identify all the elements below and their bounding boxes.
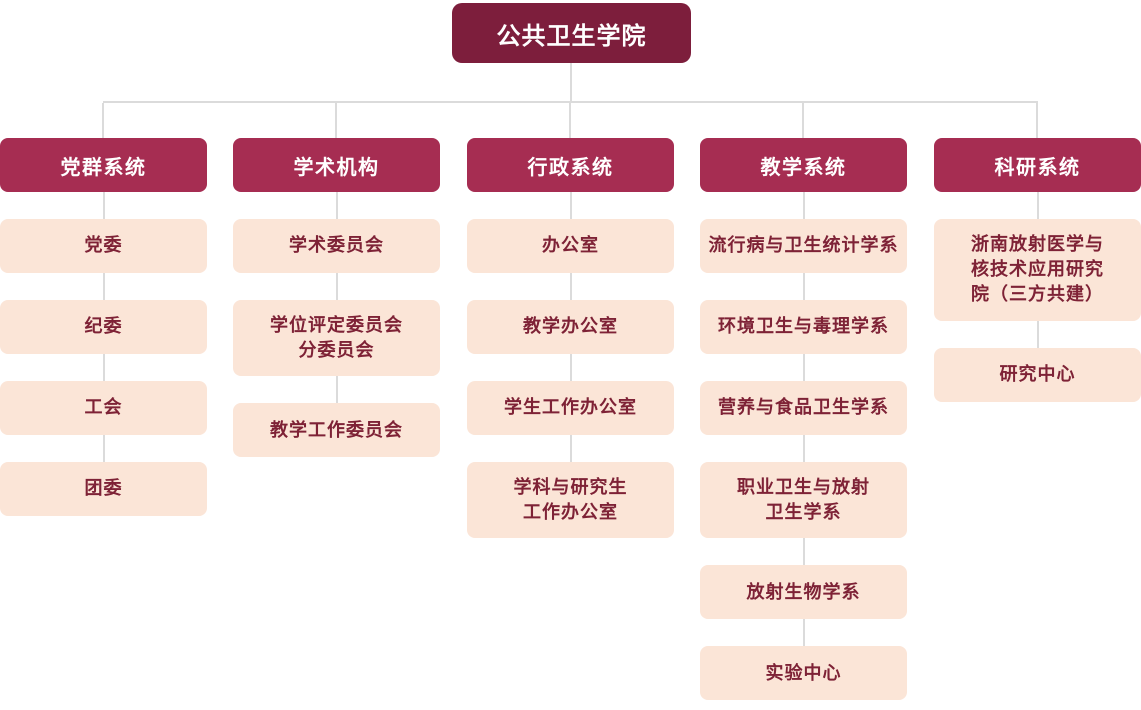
connector xyxy=(569,273,572,300)
column-header: 党群系统 xyxy=(0,138,207,192)
connector-horizontal-rail xyxy=(103,101,1038,103)
connector xyxy=(102,273,105,300)
column-header: 学术机构 xyxy=(233,138,440,192)
connector xyxy=(335,192,338,219)
connector-stub-col5 xyxy=(1036,103,1038,138)
connector xyxy=(569,354,572,381)
connector xyxy=(1036,192,1039,219)
connector xyxy=(802,538,805,566)
column-administrative: 行政系统 办公室 教学办公室 学生工作办公室 学科与研究生 工作办公室 xyxy=(467,138,674,539)
org-node: 教学工作委员会 xyxy=(233,403,440,458)
org-node: 环境卫生与毒理学系 xyxy=(700,300,907,354)
org-node: 职业卫生与放射 卫生学系 xyxy=(700,462,907,539)
column-header: 教学系统 xyxy=(700,138,907,192)
org-node: 党委 xyxy=(0,219,207,273)
connector xyxy=(1036,320,1039,348)
column-party-mass: 党群系统 党委 纪委 工会 团委 xyxy=(0,138,207,516)
org-node: 教学办公室 xyxy=(467,300,674,354)
org-node: 纪委 xyxy=(0,300,207,354)
org-node: 办公室 xyxy=(467,219,674,273)
connector-stub-col3 xyxy=(569,103,571,138)
org-node: 营养与食品卫生学系 xyxy=(700,381,907,435)
org-node: 实验中心 xyxy=(700,646,907,701)
org-node: 学术委员会 xyxy=(233,219,440,273)
org-node: 学位评定委员会 分委员会 xyxy=(233,300,440,377)
column-header: 科研系统 xyxy=(934,138,1141,192)
org-node: 学科与研究生 工作办公室 xyxy=(467,462,674,539)
column-header: 行政系统 xyxy=(467,138,674,192)
connector xyxy=(802,192,805,219)
org-node: 流行病与卫生统计学系 xyxy=(700,219,907,273)
connector xyxy=(102,354,105,381)
org-node: 工会 xyxy=(0,381,207,435)
org-node: 学生工作办公室 xyxy=(467,381,674,435)
connector xyxy=(802,273,805,300)
connector-stub-col2 xyxy=(335,103,337,138)
connector xyxy=(335,376,338,404)
org-root-node: 公共卫生学院 xyxy=(452,3,691,63)
connector xyxy=(102,435,105,462)
connector xyxy=(569,192,572,219)
column-teaching: 教学系统 流行病与卫生统计学系 环境卫生与毒理学系 营养与食品卫生学系 职业卫生… xyxy=(700,138,907,701)
org-node: 放射生物学系 xyxy=(700,565,907,620)
org-node: 研究中心 xyxy=(934,347,1141,402)
connector xyxy=(802,354,805,381)
org-node: 团委 xyxy=(0,462,207,516)
connector xyxy=(802,435,805,462)
connector-root-stub xyxy=(570,63,572,101)
connector xyxy=(802,619,805,647)
connector xyxy=(569,435,572,462)
connector xyxy=(102,192,105,219)
org-node: 浙南放射医学与 核技术应用研究 院（三方共建） xyxy=(934,219,1141,321)
connector xyxy=(335,273,338,300)
column-academic-bodies: 学术机构 学术委员会 学位评定委员会 分委员会 教学工作委员会 xyxy=(233,138,440,458)
column-research: 科研系统 浙南放射医学与 核技术应用研究 院（三方共建） 研究中心 xyxy=(934,138,1141,402)
connector-stub-col4 xyxy=(802,103,804,138)
connector-stub-col1 xyxy=(102,103,104,138)
